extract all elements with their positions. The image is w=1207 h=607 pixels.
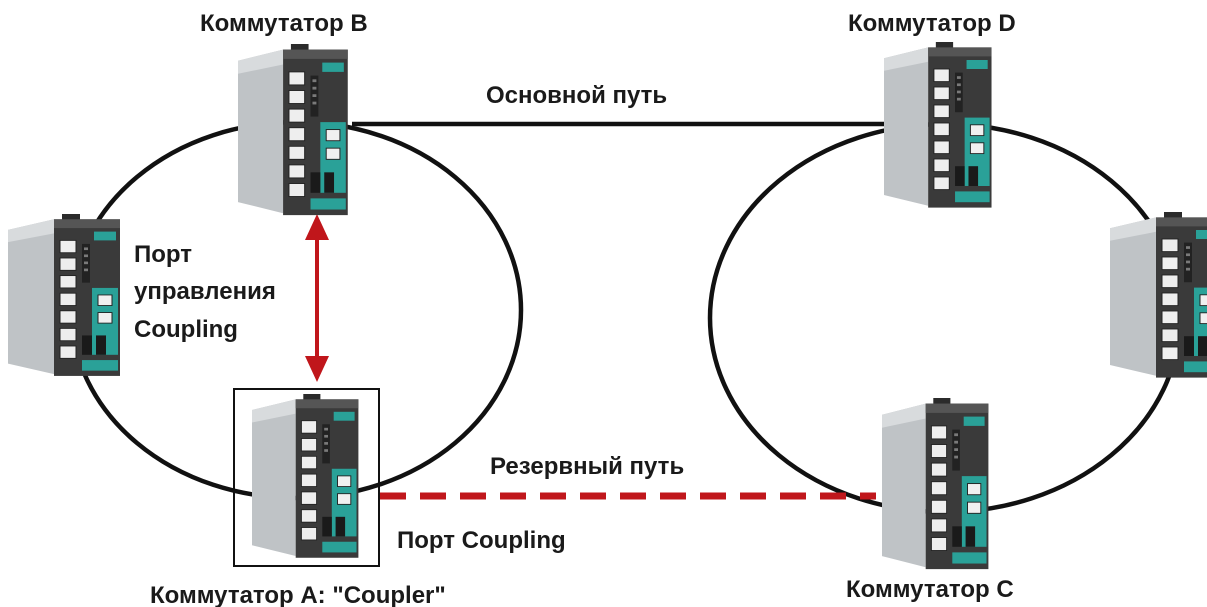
switch-d-label: Коммутатор D — [848, 10, 1016, 37]
switch-b-device — [237, 43, 349, 216]
coupling-control-port-label-line2: управления — [134, 278, 276, 305]
coupling-control-port-label-line3: Coupling — [134, 316, 238, 343]
switch-right-device — [1109, 211, 1207, 379]
coupling-port-label: Порт Coupling — [397, 527, 566, 554]
switch-b-label: Коммутатор B — [200, 10, 368, 37]
switch-left-device — [7, 213, 121, 377]
coupling-control-port-label-line1: Порт — [134, 241, 192, 268]
switch-c-device — [881, 397, 989, 570]
switch-c-label: Коммутатор C — [846, 576, 1014, 603]
switch-a-device — [251, 393, 359, 559]
main-path-label: Основной путь — [486, 82, 667, 109]
backup-path-label: Резервный путь — [490, 453, 684, 480]
coupler-highlight-box — [233, 388, 380, 567]
switch-a-label: Коммутатор A: "Coupler" — [150, 582, 446, 607]
coupling-control-arrow — [305, 214, 329, 382]
switch-d-device — [883, 41, 993, 209]
